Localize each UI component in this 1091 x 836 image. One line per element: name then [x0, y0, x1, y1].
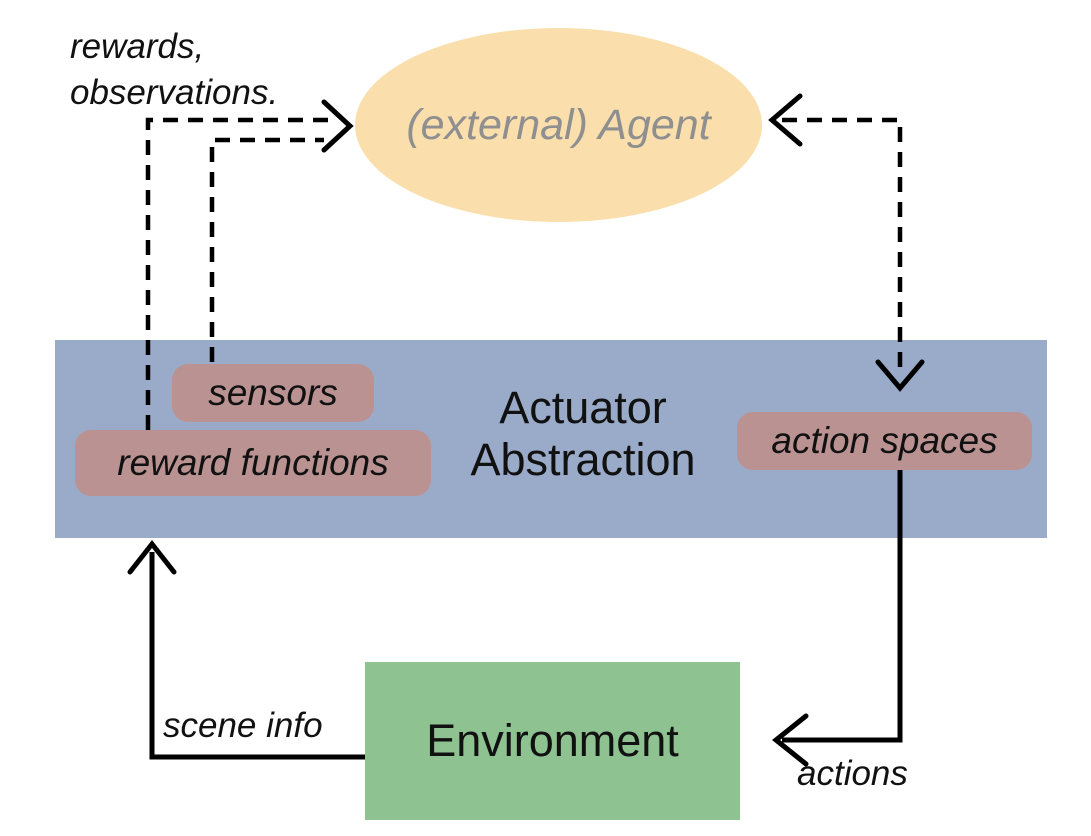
agent-node: (external) Agent: [355, 28, 762, 222]
actuator-abstraction-title: Actuator Abstraction: [470, 382, 696, 485]
arrowhead-into-agent-right: [768, 93, 803, 147]
environment-node: Environment: [365, 662, 740, 820]
scene-info-label: scene info: [163, 706, 323, 745]
action-spaces-pill-label: action spaces: [771, 420, 998, 461]
dashed-line-agent-to-action-spaces: [782, 117, 903, 374]
arrowhead-into-actuator-band: [127, 539, 177, 575]
arrowhead-into-agent-left: [321, 99, 354, 153]
action-spaces-pill: action spaces: [737, 412, 1032, 470]
reward-functions-pill: reward functions: [75, 430, 431, 496]
dashed-line-sensors-to-agent: [209, 137, 324, 362]
actions-label: actions: [797, 754, 908, 793]
reward-functions-pill-label: reward functions: [117, 442, 389, 483]
sensors-pill: sensors: [172, 364, 374, 422]
rewards-observations-label: rewards, observations.: [70, 27, 279, 112]
agent-label: (external) Agent: [406, 100, 711, 149]
sensors-pill-label: sensors: [208, 372, 338, 413]
environment-label: Environment: [426, 715, 679, 766]
